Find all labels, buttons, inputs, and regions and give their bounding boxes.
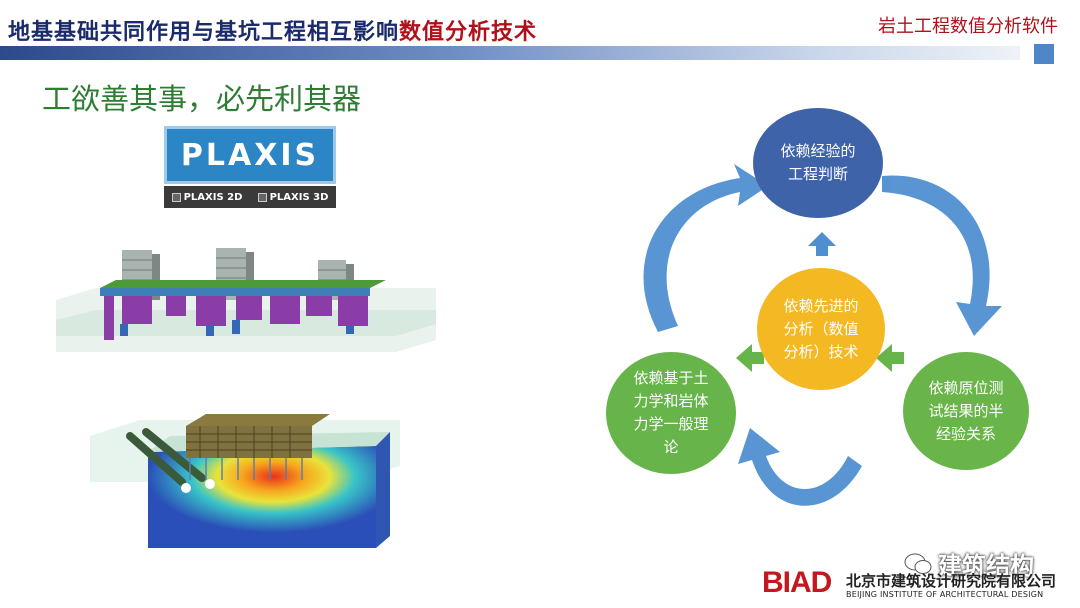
circle-numerical-analysis: 依赖先进的 分析（数值 分析）技术: [757, 268, 885, 390]
wechat-watermark: 建筑结构: [904, 546, 1034, 581]
header-accent-square: [1034, 44, 1054, 64]
arrow-center-to-top: [808, 232, 836, 256]
slide-header-title: 地基基础共同作用与基坑工程相互影响数值分析技术: [8, 14, 537, 46]
header-gradient-bar: [0, 46, 1020, 60]
arrow-left-to-top: [643, 164, 768, 332]
plaxis-options-bar: PLAXIS 2D PLAXIS 3D: [164, 186, 336, 208]
arrow-top-to-right: [882, 175, 1002, 336]
plaxis-excavation-contour-image: [90, 414, 400, 548]
biad-company-name-en: BEIJING INSTITUTE OF ARCHITECTURAL DESIG…: [846, 590, 1044, 599]
biad-logo: BIAD: [762, 566, 832, 599]
header-title-highlight: 数值分析技术: [399, 20, 538, 45]
slide-subtitle: 工欲善其事，必先利其器: [42, 82, 362, 116]
plaxis-3d-option: PLAXIS 3D: [257, 192, 328, 203]
arrow-center-to-left: [736, 344, 764, 372]
header-title-main: 地基基础共同作用与基坑工程相互影响: [8, 20, 400, 45]
circle-in-situ-testing: 依赖原位测 试结果的半 经验关系: [903, 352, 1029, 470]
arrow-right-to-left: [738, 428, 862, 506]
plaxis-logo: PLAXIS: [164, 126, 336, 184]
plaxis-building-model-image: [56, 248, 436, 352]
checkbox-icon: [257, 192, 267, 202]
biad-company-name-cn: 北京市建筑设计研究院有限公司: [846, 572, 1057, 590]
circle-empirical-judgment: 依赖经验的 工程判断: [753, 108, 883, 218]
checkbox-icon: [171, 192, 181, 202]
wechat-icon: [904, 553, 932, 574]
arrow-center-to-right: [876, 344, 904, 372]
circle-soil-rock-mechanics: 依赖基于土 力学和岩体 力学一般理 论: [606, 352, 736, 474]
header-right-title: 岩土工程数值分析软件: [878, 16, 1058, 37]
plaxis-2d-option: PLAXIS 2D: [171, 192, 242, 203]
